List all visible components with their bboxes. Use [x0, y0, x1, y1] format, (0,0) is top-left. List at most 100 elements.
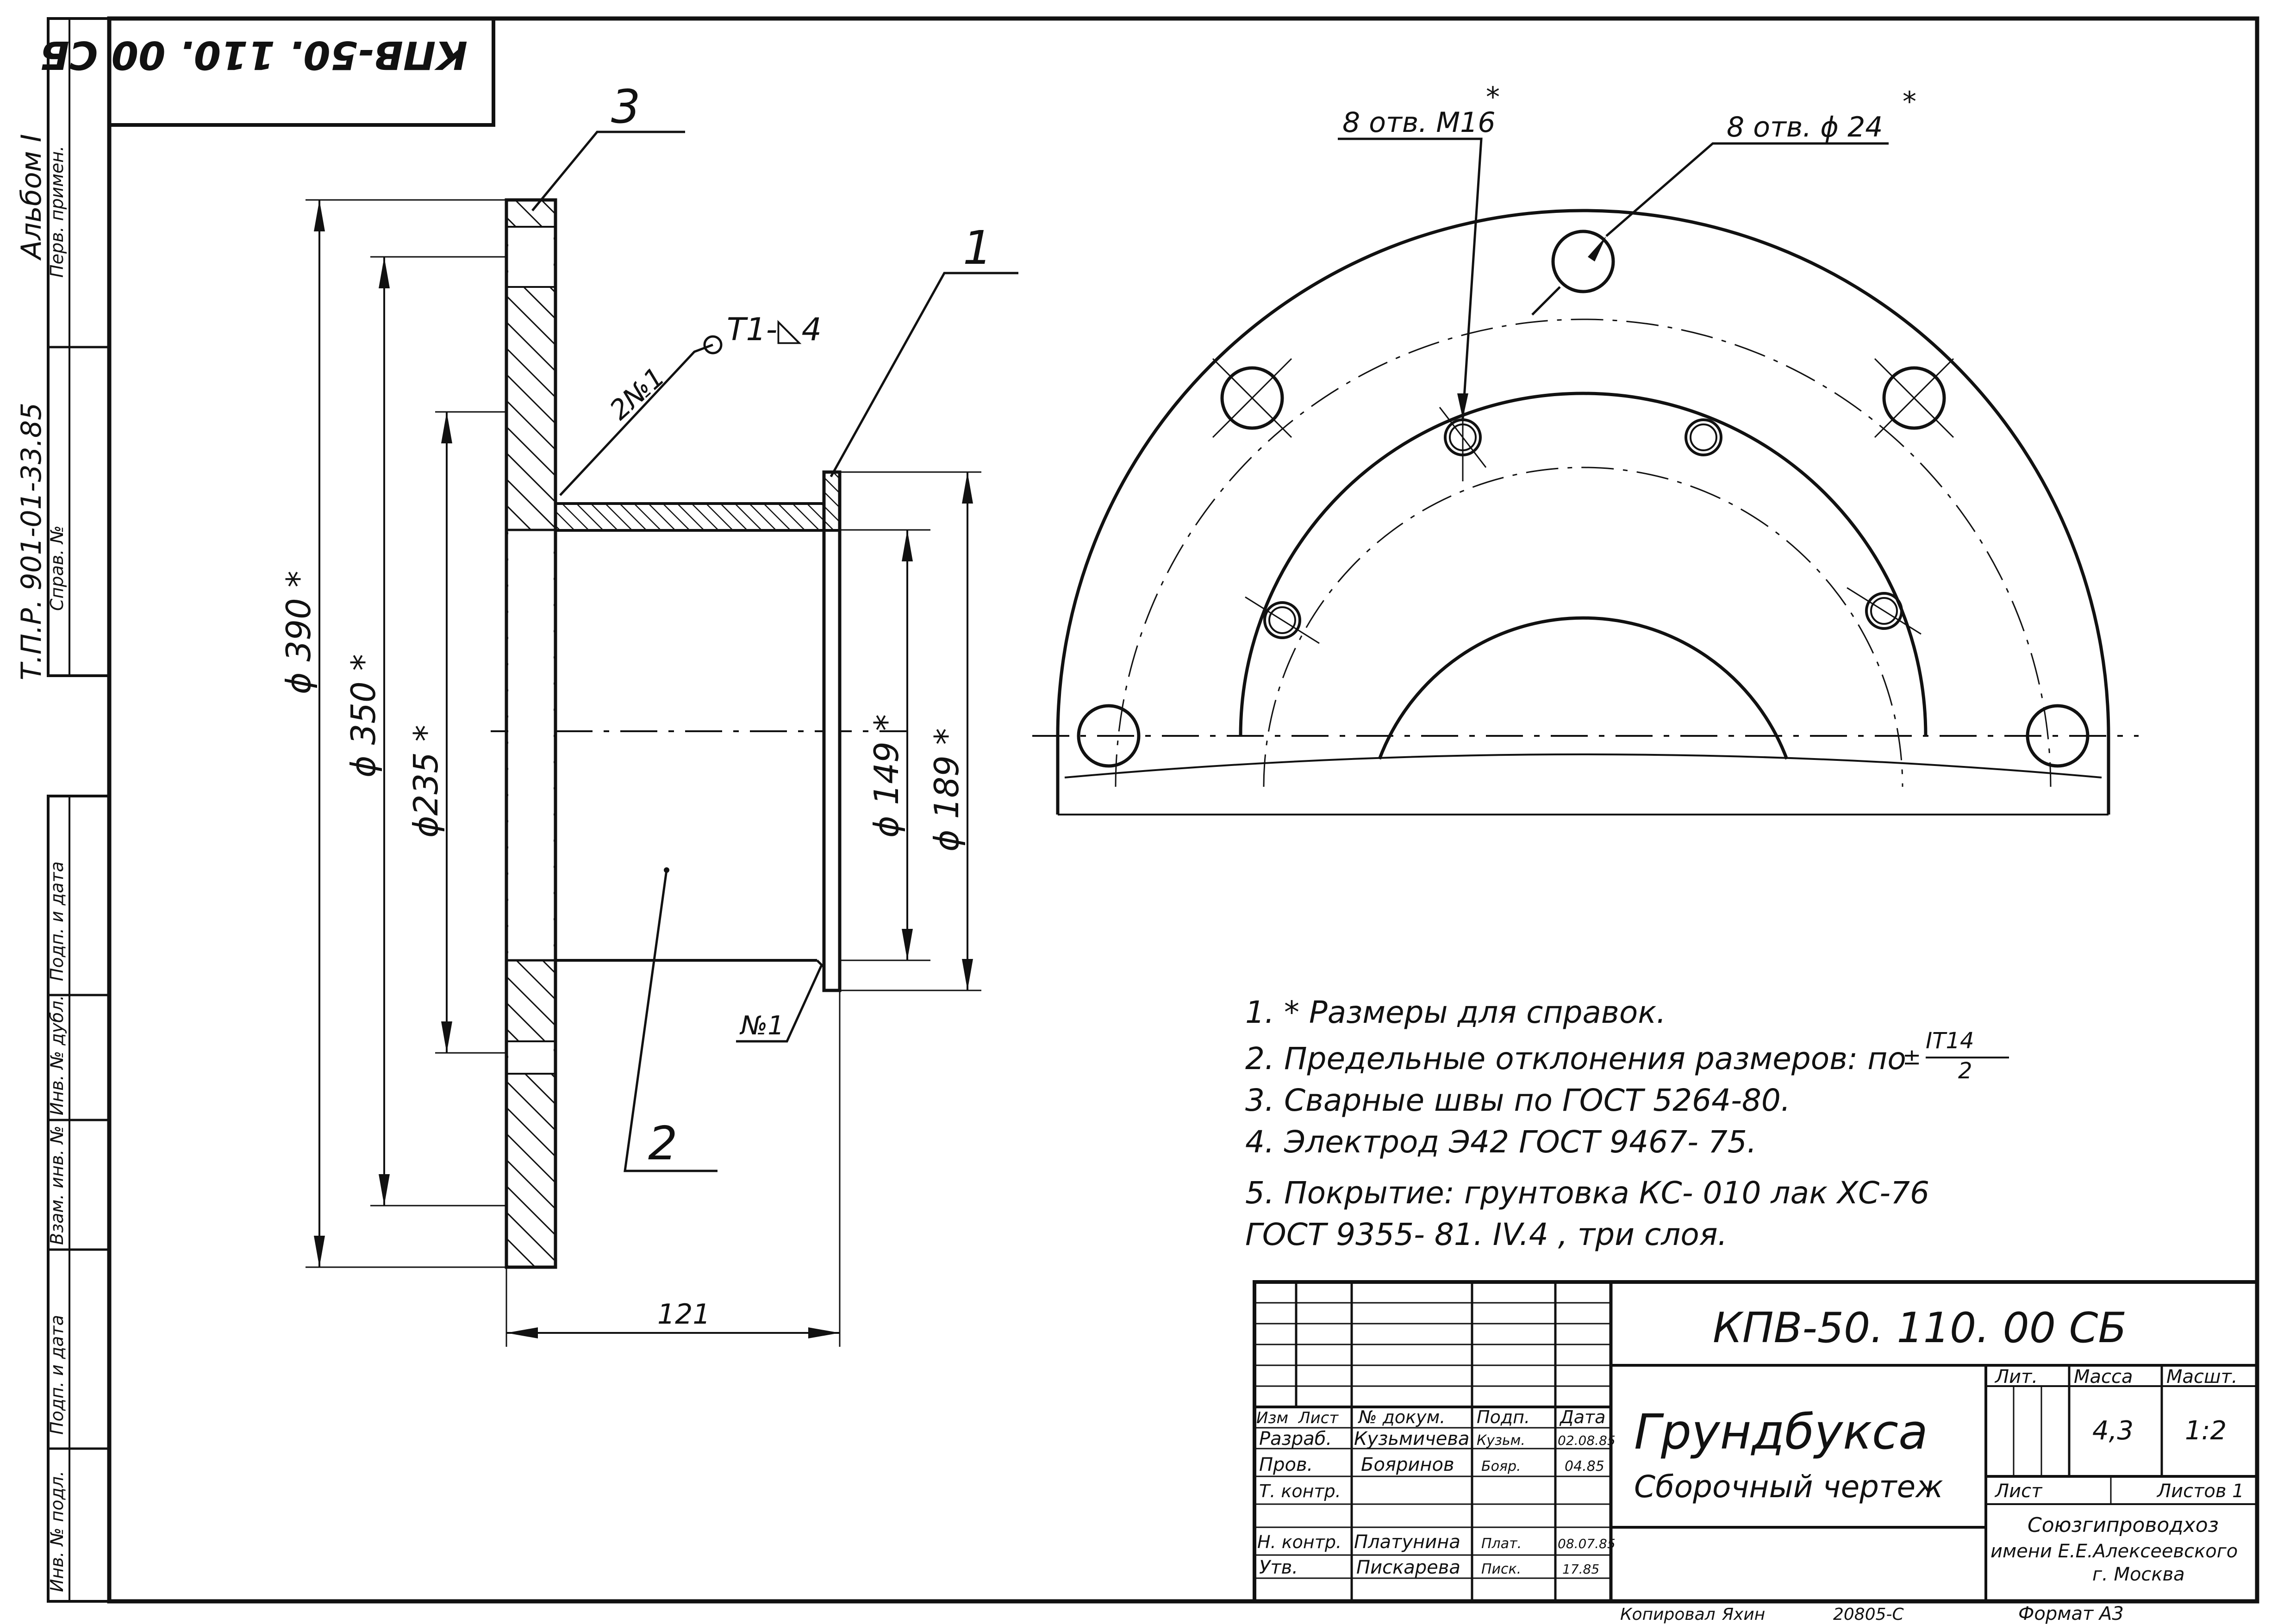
side-cell-4: Подп. и дата [47, 1315, 67, 1435]
note-5-cont: ГОСТ 9355- 81. IV.4 , три слоя. [1245, 1217, 1728, 1252]
rotated-designation-box: КПВ-50. 110. 00 СБ [40, 17, 495, 127]
row-5-role: Н. контр. [1257, 1532, 1341, 1552]
album-label: Альбом I [15, 134, 48, 261]
notes: 1. * Размеры для справок. 2. Предельные … [1245, 995, 2009, 1252]
row-5-date: 08.07.85 [1558, 1536, 1616, 1551]
d24-callout: 8 отв. ϕ 24 * [1531, 86, 1916, 316]
item-1-label: 1 [963, 221, 992, 275]
section-view: Т1-◺4 2№1 3 1 2 №1 ϕ 390 * [279, 80, 1018, 1347]
copied-date: 20805-С [1833, 1605, 1904, 1624]
item-2-label: 2 [648, 1116, 678, 1170]
note-4: 4. Электрод Э42 ГОСТ 9467- 75. [1245, 1124, 1757, 1160]
org-line-2: имени Е.Е.Алексеевского [1990, 1541, 2238, 1562]
holes-m16 [1245, 393, 1922, 644]
copied-label: Копировал [1620, 1605, 1716, 1624]
side-cell-1: Подп. и дата [47, 861, 67, 981]
item-2-callout: 2 [624, 867, 718, 1172]
scale-label: Масшт. [2166, 1366, 2238, 1388]
row-6-role: Утв. [1259, 1557, 1298, 1578]
dim-189-label: ϕ 189 * [927, 728, 966, 852]
title-name: Грундбукса [1634, 1404, 1928, 1460]
plan-view: 8 отв. М16 * 8 отв. ϕ 24 * [1032, 81, 2139, 815]
title-designation: КПВ-50. 110. 00 СБ [1713, 1304, 2127, 1352]
perv-primen-label: Перв. примен. [47, 146, 67, 278]
dim-235: ϕ235 * [406, 411, 506, 1054]
weld-symbol: Т1-◺4 [727, 311, 822, 348]
sheets-label: Листов 1 [2156, 1481, 2244, 1502]
weld-callout: Т1-◺4 2№1 [559, 311, 822, 496]
header-sign: Подп. [1477, 1407, 1530, 1427]
dim-235-label: ϕ235 * [406, 725, 445, 838]
row-2-sign: Бояр. [1481, 1458, 1521, 1475]
mass-value: 4,3 [2092, 1416, 2134, 1446]
row-2-date: 04.85 [1565, 1458, 1604, 1475]
m16-callout: 8 отв. М16 * [1338, 81, 1500, 419]
tolerance-denominator: 2 [1958, 1058, 1972, 1084]
d24-label: 8 отв. ϕ 24 [1727, 111, 1883, 143]
d24-star: * [1903, 86, 1916, 118]
row-6-sign: Писк. [1481, 1561, 1521, 1577]
row-5-sign: Плат. [1481, 1536, 1522, 1552]
format-label: Формат А3 [2018, 1603, 2124, 1624]
row-6-date: 17.85 [1562, 1562, 1599, 1577]
side-cell-5: Инв. № подл. [47, 1471, 67, 1592]
side-strip: Альбом I Т.П.Р. 901-01-33.85 Перв. приме… [15, 17, 111, 1603]
title-doc-type: Сборочный чертеж [1634, 1469, 1943, 1505]
sheet-label: Лист [1994, 1481, 2043, 1502]
dim-121-label: 121 [657, 1298, 711, 1331]
row-1-date: 02.08.85 [1558, 1433, 1616, 1448]
weld-no-callout: №1 [736, 964, 823, 1043]
dim-350-label: ϕ 350 * [344, 654, 383, 778]
tolerance-numerator: IT14 [1926, 1028, 1974, 1054]
side-cell-2: Инв. № дубл. [47, 995, 67, 1115]
sprav-label: Справ. № [47, 525, 67, 611]
side-cell-3: Взам. инв. № [47, 1126, 67, 1245]
dim-350: ϕ 350 * [344, 256, 506, 1207]
weld-number: 2№1 [604, 361, 671, 426]
item-3-label: 3 [611, 80, 641, 134]
dim-149: ϕ 149 * [840, 529, 930, 961]
footer: Копировал Яхин 20805-С Формат А3 [1620, 1603, 2124, 1624]
tolerance-fraction: ± IT14 2 [1903, 1028, 2009, 1084]
header-list: Лист [1298, 1409, 1339, 1427]
m16-label: 8 отв. М16 [1342, 106, 1496, 139]
row-2-name: Бояринов [1361, 1454, 1454, 1475]
m16-star: * [1486, 81, 1500, 113]
row-1-sign: Кузьм. [1477, 1432, 1525, 1449]
dim-149-label: ϕ 149 * [867, 714, 906, 838]
row-5-name: Платунина [1354, 1531, 1460, 1553]
holes-d24 [1077, 230, 2090, 768]
item-1-callout: 1 [830, 221, 1018, 478]
note-2: 2. Предельные отклонения размеров: по [1245, 1041, 1906, 1076]
project-code: Т.П.Р. 901-01-33.85 [15, 403, 48, 680]
note-5: 5. Покрытие: грунтовка КС- 010 лак ХС-76 [1245, 1175, 1929, 1211]
dim-390: ϕ 390 * [279, 199, 506, 1268]
flange-part [505, 198, 557, 1269]
note-1: 1. * Размеры для справок. [1245, 995, 1666, 1030]
header-izm: Изм [1256, 1409, 1288, 1427]
pipe-part [554, 470, 842, 992]
title-block: КПВ-50. 110. 00 СБ Грундбукса Сборочный … [1253, 1280, 2259, 1603]
dim-189: ϕ 189 * [840, 471, 981, 991]
org-line-3: г. Москва [2092, 1564, 2185, 1585]
note-3: 3. Сварные швы по ГОСТ 5264-80. [1245, 1083, 1791, 1118]
item-3-callout: 3 [531, 80, 685, 212]
copied-sign: Яхин [1722, 1605, 1765, 1624]
header-date: Дата [1559, 1407, 1605, 1427]
row-3-role: Т. контр. [1259, 1481, 1341, 1501]
rotated-designation: КПВ-50. 110. 00 СБ [40, 32, 468, 78]
row-2-role: Пров. [1259, 1454, 1313, 1475]
row-6-name: Пискарева [1356, 1557, 1460, 1578]
weld-no-bottom: №1 [739, 1011, 784, 1041]
dim-121: 121 [505, 990, 841, 1347]
row-1-name: Кузьмичева [1354, 1428, 1469, 1450]
lit-label: Лит. [1994, 1366, 2038, 1388]
mass-label: Масса [2074, 1366, 2133, 1388]
header-doc: № докум. [1358, 1407, 1445, 1427]
tolerance-sign: ± [1903, 1044, 1921, 1070]
row-1-role: Разраб. [1259, 1428, 1332, 1450]
scale-value: 1:2 [2185, 1416, 2227, 1446]
dim-390-label: ϕ 390 * [279, 571, 318, 694]
org-line-1: Союзгипроводхоз [2028, 1513, 2219, 1537]
